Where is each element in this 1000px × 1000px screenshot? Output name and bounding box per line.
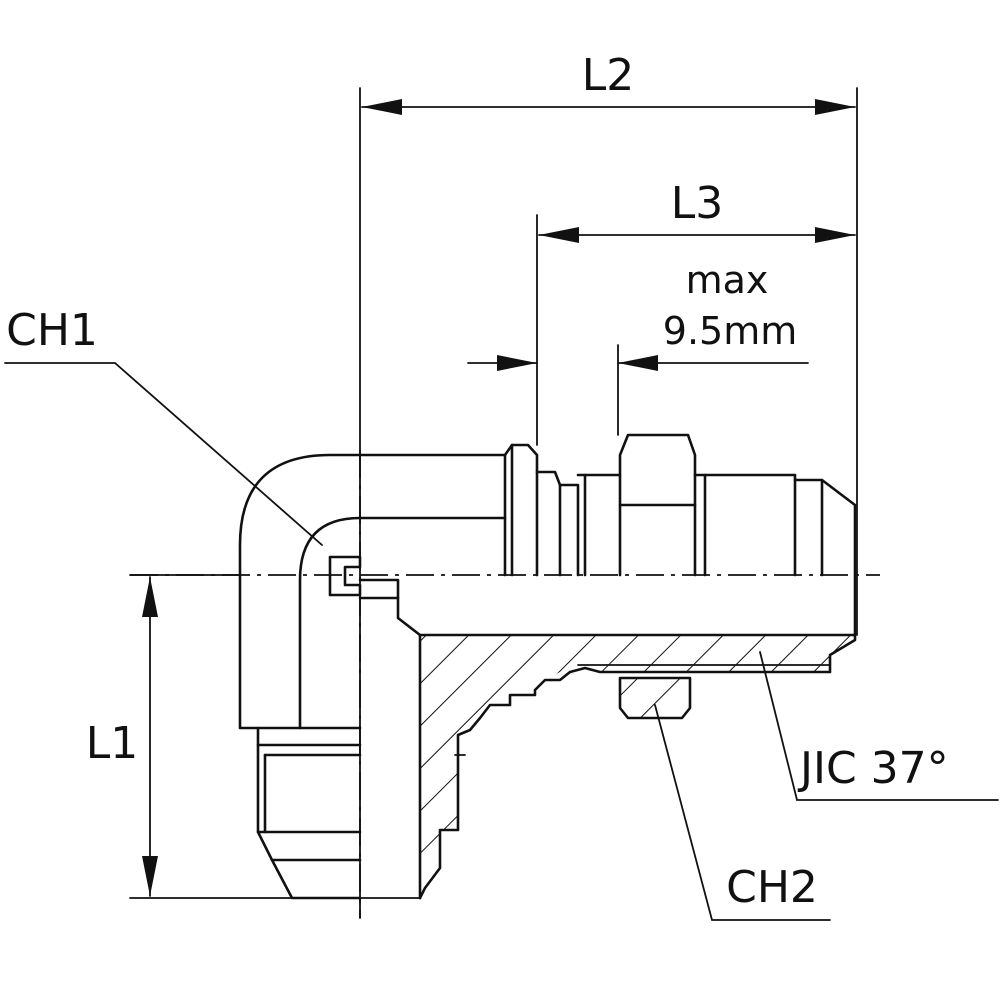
max-label-line1: max (686, 258, 769, 302)
lower-male-stub (256, 726, 362, 900)
hex-nut-section (618, 676, 692, 720)
leader-ch1: CH1 (4, 305, 323, 546)
elbow-body (238, 453, 507, 730)
jic-label: JIC 37° (797, 743, 949, 794)
max-label-line2: 9.5mm (663, 309, 797, 353)
l3-label: L3 (671, 178, 724, 229)
seal-groove (328, 555, 400, 600)
ch2-label: CH2 (726, 862, 818, 913)
sectioned-body (396, 596, 857, 900)
leader-jic: JIC 37° (759, 651, 999, 801)
l2-label: L2 (582, 50, 635, 101)
dimension-max: max 9.5mm (467, 258, 809, 436)
dimension-l1: L1 (86, 574, 421, 899)
leader-ch2: CH2 (654, 704, 831, 921)
ch1-label: CH1 (6, 305, 98, 356)
dimension-l3: L3 (536, 178, 856, 446)
l1-label: L1 (86, 718, 139, 769)
bulkhead-flange (503, 443, 622, 577)
jic-male-end (693, 473, 857, 637)
hex-nut-top (618, 433, 697, 577)
